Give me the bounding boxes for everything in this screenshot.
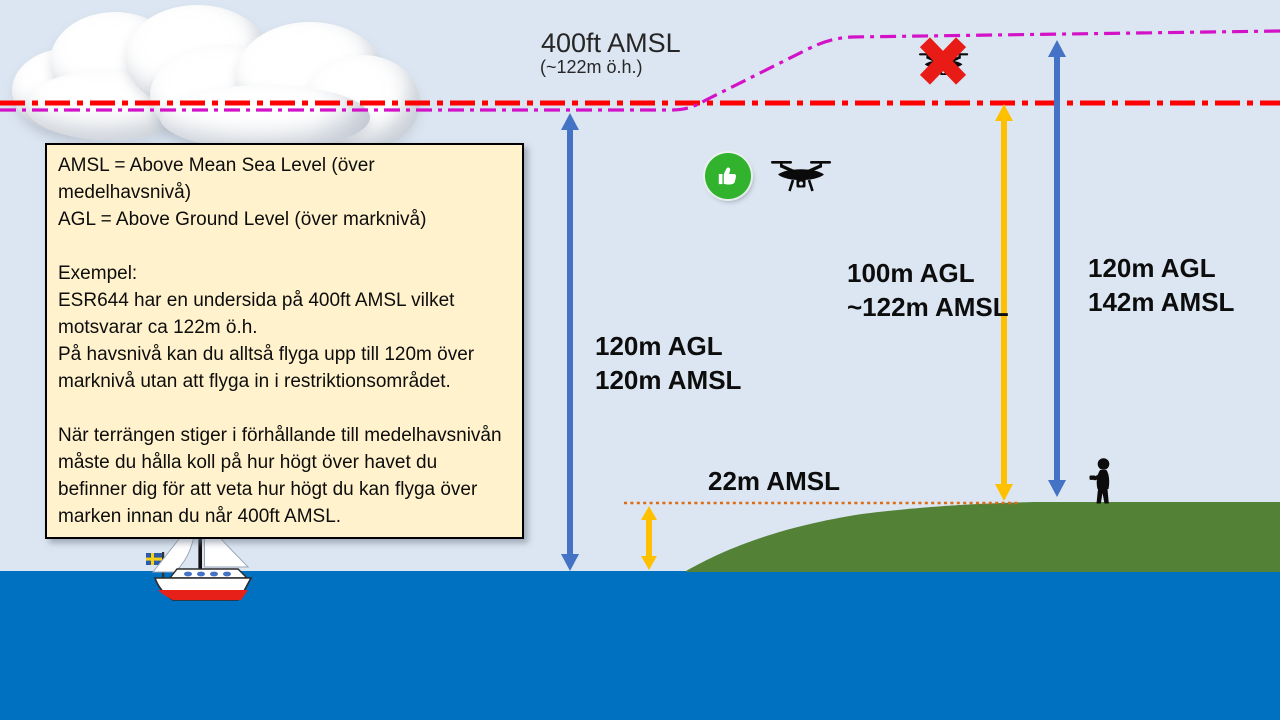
- thumbs-up-icon: [705, 153, 751, 199]
- drone-ceiling-line: [0, 29, 1280, 112]
- drone-no-fly-x-icon: [919, 37, 969, 85]
- example-body: ESR644 har en undersida på 400ft AMSL vi…: [58, 290, 475, 392]
- cloud-icon: [0, 0, 430, 160]
- ceiling-subtitle: (~122m ö.h.): [540, 57, 643, 77]
- label-120m-over-sea: 120m AGL 120m AMSL: [595, 331, 742, 395]
- label-100m-over-hill: 100m AGL ~122m AMSL: [847, 258, 1009, 322]
- terrain-note: När terrängen stiger i förhållande till …: [58, 425, 502, 527]
- label-120m-over-high-hill: 120m AGL 142m AMSL: [1088, 253, 1235, 317]
- arrow-120m-over-sea: [561, 113, 579, 571]
- explanation-box: AMSL = Above Mean Sea Level (över medelh…: [45, 143, 524, 539]
- no-fly-x-icon: [919, 37, 967, 85]
- arrow-120m-over-hill: [1048, 40, 1066, 497]
- pilot-silhouette-icon: [1089, 458, 1110, 504]
- cloud-puff: [160, 85, 370, 150]
- hill: [686, 502, 1280, 572]
- drone-icon: [771, 161, 831, 192]
- ceiling-title: 400ft AMSL: [541, 28, 681, 58]
- example-title: Exempel:: [58, 263, 138, 284]
- label-hill-elevation: 22m AMSL: [708, 466, 840, 496]
- arrow-22m-hill-height: [641, 506, 657, 570]
- thumb-glyph: [718, 167, 737, 185]
- definitions-text: AMSL = Above Mean Sea Level (över medelh…: [58, 155, 427, 230]
- arrow-100m-over-hill: [995, 104, 1013, 501]
